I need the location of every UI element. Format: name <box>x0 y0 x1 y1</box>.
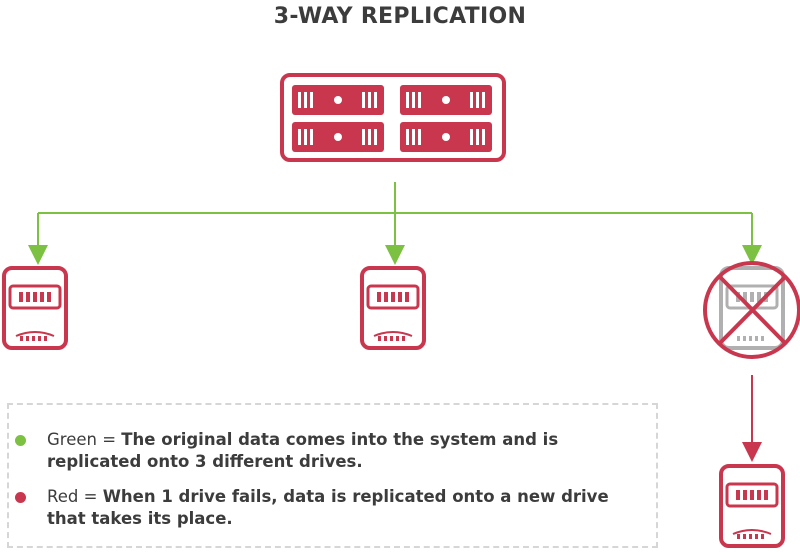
legend-item-green: Green = The original data comes into the… <box>15 429 637 473</box>
failed-drive-icon <box>703 261 800 359</box>
legend-box: Green = The original data comes into the… <box>7 403 658 548</box>
diagram-title: 3-WAY REPLICATION <box>273 4 527 29</box>
legend-color-name: Green <box>47 430 97 449</box>
legend-color-name: Red <box>47 487 79 506</box>
legend-separator: = <box>78 487 103 506</box>
red-dot-icon <box>15 492 26 503</box>
server-icon <box>280 73 506 162</box>
green-connectors <box>28 182 762 265</box>
drive-icon <box>2 266 68 350</box>
green-dot-icon <box>15 435 26 446</box>
legend-item-red: Red = When 1 drive fails, data is replic… <box>15 486 637 530</box>
legend-description: The original data comes into the system … <box>47 430 559 471</box>
legend-separator: = <box>96 430 122 449</box>
legend-description: When 1 drive fails, data is replicated o… <box>47 487 609 528</box>
replacement-drive-icon <box>719 464 785 548</box>
drive-icon <box>360 266 426 350</box>
